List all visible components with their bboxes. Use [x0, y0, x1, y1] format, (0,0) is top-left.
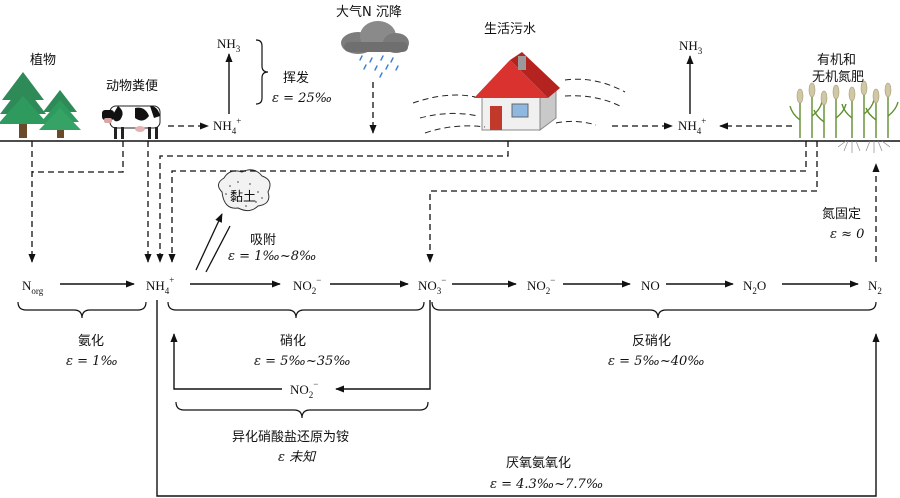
anammox-arrow [156, 300, 880, 497]
adsorption-eps: ε = 1‰~8‰ [228, 249, 316, 264]
nh3-left: NH3 [217, 36, 241, 54]
crops-icon [789, 80, 899, 153]
fertilizer-label-2: 无机氮肥 [812, 70, 864, 85]
volatilization-eps: ε = 25‰ [272, 91, 332, 106]
denitrification-label: 反硝化 [632, 334, 671, 349]
adsorption-label: 吸附 [250, 233, 276, 248]
n2-node: N2 [868, 278, 882, 296]
adsorption-arrow-back [205, 225, 231, 273]
atm-deposition-label: 大气N 沉降 [336, 4, 402, 20]
house-icon [474, 52, 560, 131]
sewage-flow-lines [412, 78, 626, 134]
ammonification-label: 氨化 [78, 334, 104, 349]
dnra-loop-arrow [335, 300, 431, 393]
no2-dnra-node: NO2− [290, 379, 318, 400]
nh4-top-left: NH4+ [213, 116, 241, 136]
cow-icon [102, 105, 161, 139]
nh4-top-right: NH4+ [678, 116, 706, 136]
nh4-node: NH4+ [146, 275, 174, 296]
volatilization-label: 挥发 [283, 70, 309, 86]
clay-label: 黏土 [230, 189, 256, 205]
anammox-eps: ε = 4.3‰~7.7‰ [490, 477, 603, 492]
clay-icon [218, 169, 271, 212]
nh3-right: NH3 [679, 38, 703, 56]
dnra-to-nh4-arrow [170, 333, 282, 390]
no-node: NO [641, 278, 660, 293]
nitrification-label: 硝化 [280, 334, 306, 349]
adsorption-arrow [195, 213, 223, 271]
input-dashed-routes [28, 141, 880, 263]
denitrification-eps: ε = 5‰~40‰ [608, 354, 705, 369]
fixation-label: 氮固定 [822, 207, 861, 222]
volatilization-brace [255, 39, 269, 105]
fertilizer-label-1: 有机和 [817, 53, 856, 68]
dnra-label: 异化硝酸盐还原为铵 [232, 430, 349, 445]
sewage-label: 生活污水 [484, 22, 536, 37]
anammox-label: 厌氧氨氧化 [506, 456, 571, 471]
no2b-node: NO2− [527, 275, 555, 296]
no3-node: NO3− [418, 275, 446, 296]
nitrification-eps: ε = 5‰~35‰ [254, 354, 351, 369]
n2o-node: N2O [743, 278, 766, 296]
plants-label: 植物 [30, 53, 56, 68]
dnra-eps: ε 未知 [278, 450, 317, 465]
fixation-eps: ε ≈ 0 [830, 227, 864, 242]
norg-node: Norg [22, 278, 44, 296]
cloud-icon [341, 21, 409, 78]
no2-node: NO2− [293, 275, 321, 296]
process-braces [17, 301, 877, 419]
trees-icon [0, 72, 81, 138]
ammonification-eps: ε = 1‰ [66, 354, 118, 369]
manure-label: 动物粪便 [106, 79, 158, 94]
